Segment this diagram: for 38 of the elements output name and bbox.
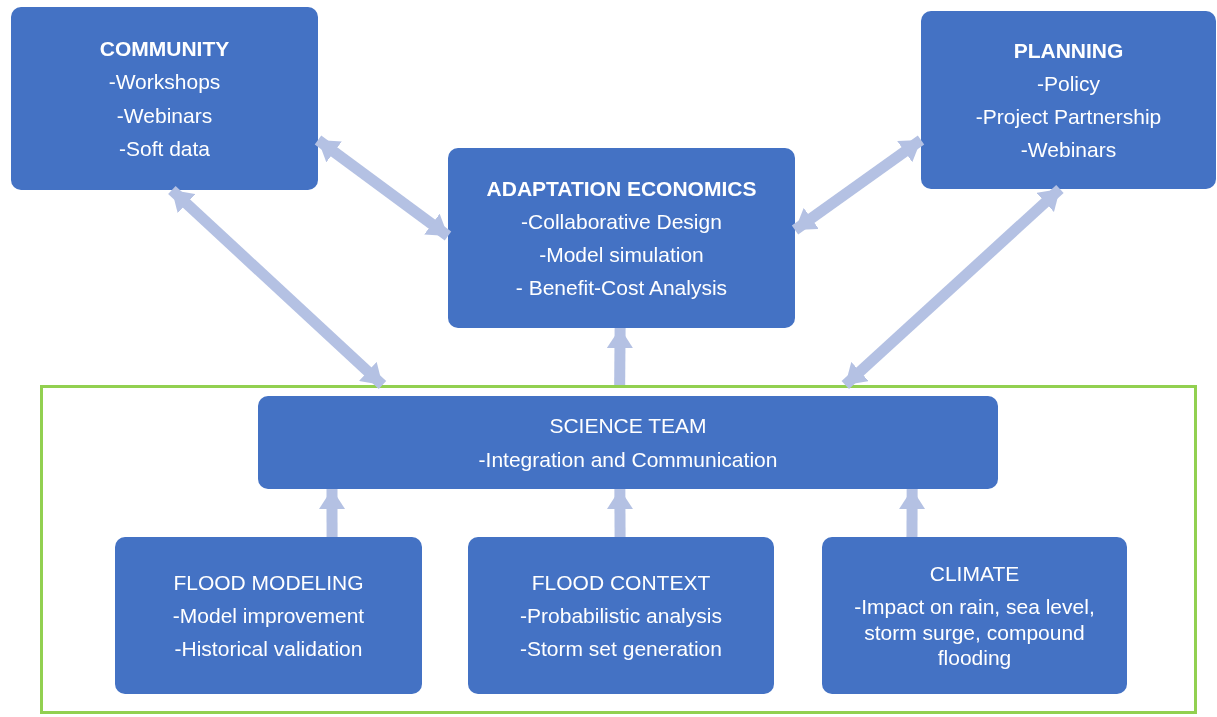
list-item: -Project Partnership xyxy=(975,104,1162,130)
arrow xyxy=(606,489,633,537)
box-heading: FLOOD MODELING xyxy=(173,569,364,595)
list-item: -Model improvement xyxy=(172,602,365,629)
list-item: -Historical validation xyxy=(174,636,363,662)
process-box xyxy=(921,11,1216,189)
process-box xyxy=(822,537,1127,694)
arrow xyxy=(319,489,345,537)
arrow xyxy=(606,327,633,386)
box-heading: FLOOD CONTEXT xyxy=(531,569,711,595)
arrow xyxy=(899,489,926,537)
list-item: -Model simulation xyxy=(539,242,704,268)
list-item: -Workshops xyxy=(108,69,221,95)
box-heading: ADAPTATION ECONOMICS xyxy=(486,175,757,201)
double-arrow xyxy=(791,135,925,235)
box-heading: PLANNING xyxy=(1013,37,1124,63)
box-heading: SCIENCE TEAM xyxy=(549,413,707,439)
list-item: -Soft data xyxy=(118,135,211,161)
list-item: -Integration and Communication xyxy=(478,446,778,472)
list-item: -Collaborative Design xyxy=(521,208,722,234)
process-box xyxy=(448,148,795,328)
double-arrow xyxy=(314,135,452,241)
list-item: - Benefit-Cost Analysis xyxy=(515,275,728,301)
list-item: -Policy xyxy=(1037,70,1100,96)
list-item: -Webinars xyxy=(1020,137,1117,163)
box-heading: COMMUNITY xyxy=(99,36,230,62)
double-arrow xyxy=(841,184,1064,390)
box-heading: CLIMATE xyxy=(929,561,1020,587)
list-item: -Storm set generation xyxy=(520,636,722,662)
process-box xyxy=(115,537,422,694)
process-box xyxy=(258,396,998,489)
list-item: -Probabilistic analysis xyxy=(520,602,722,629)
process-box xyxy=(11,7,318,190)
list-item: -Impact on rain, sea level, storm surge, compound flooding xyxy=(853,594,1096,670)
process-box xyxy=(468,537,774,694)
list-item: -Webinars xyxy=(116,102,213,128)
double-arrow xyxy=(168,185,387,390)
group-frame xyxy=(40,385,1197,714)
